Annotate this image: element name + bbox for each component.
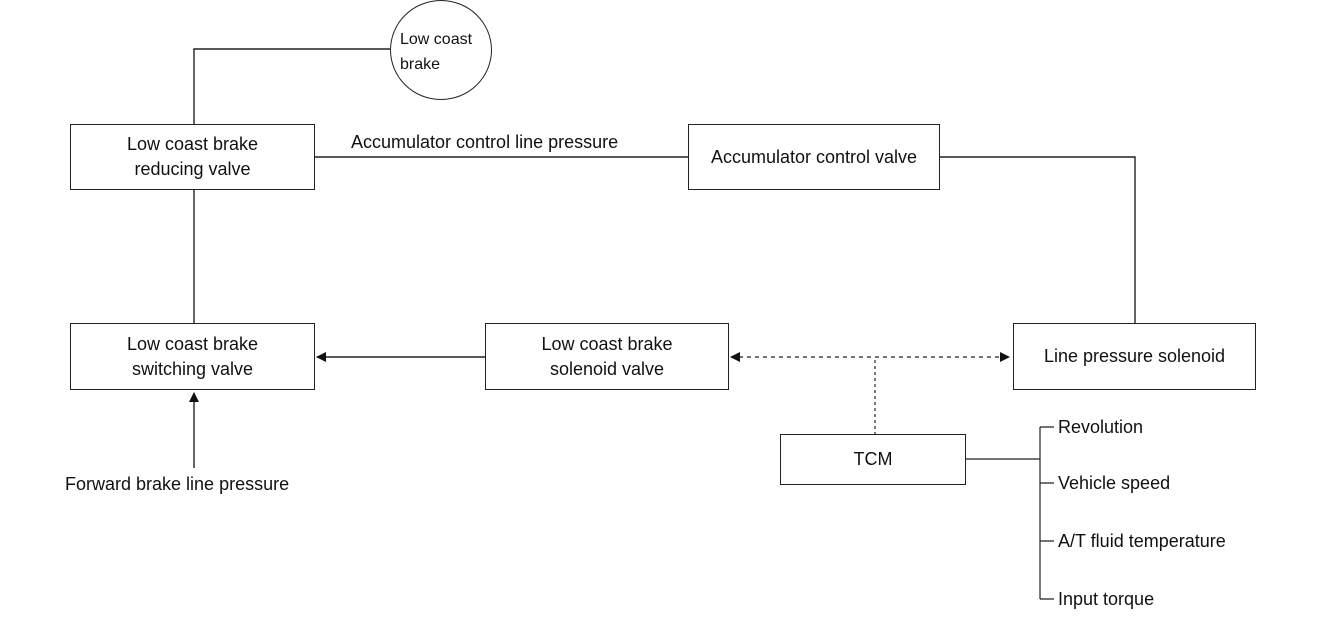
reducing-valve-line1: Low coast brake (126, 134, 259, 154)
line-brake-to-reducing (193, 48, 390, 124)
tcm-box: TCM (780, 434, 966, 485)
switching-valve-line2: switching valve (131, 358, 254, 379)
low-coast-brake-line2: brake (400, 56, 441, 73)
line-accumulator-to-solenoid (940, 156, 1136, 323)
line-pressure-solenoid-label: Line pressure solenoid (1043, 346, 1226, 366)
tcm-label: TCM (853, 449, 893, 469)
switching-valve-box: Low coast brake switching valve (70, 323, 315, 390)
tcm-inputs-bracket (965, 426, 1054, 600)
accumulator-valve-box: Accumulator control valve (688, 124, 940, 190)
solenoid-valve-box: Low coast brake solenoid valve (485, 323, 729, 390)
low-coast-brake-node: Low coast brake (390, 0, 492, 100)
tcm-input-torque: Input torque (1058, 589, 1155, 609)
reducing-valve-box: Low coast brake reducing valve (70, 124, 315, 190)
solenoid-valve-line2: solenoid valve (549, 358, 665, 379)
tcm-input-fluid-temperature: A/T fluid temperature (1058, 531, 1226, 551)
tcm-input-vehicle-speed: Vehicle speed (1058, 473, 1171, 493)
low-coast-brake-line1: Low coast (400, 31, 473, 48)
tcm-input-revolution: Revolution (1058, 417, 1144, 437)
accumulator-valve-label: Accumulator control valve (710, 146, 918, 167)
reducing-valve-line2: reducing valve (134, 159, 251, 179)
line-pressure-solenoid-box: Line pressure solenoid (1013, 323, 1256, 390)
forward-brake-pressure-label: Forward brake line pressure (65, 474, 290, 494)
switching-valve-line1: Low coast brake (126, 333, 259, 354)
solenoid-valve-line1: Low coast brake (541, 333, 673, 354)
accumulator-line-pressure-label: Accumulator control line pressure (351, 132, 619, 152)
